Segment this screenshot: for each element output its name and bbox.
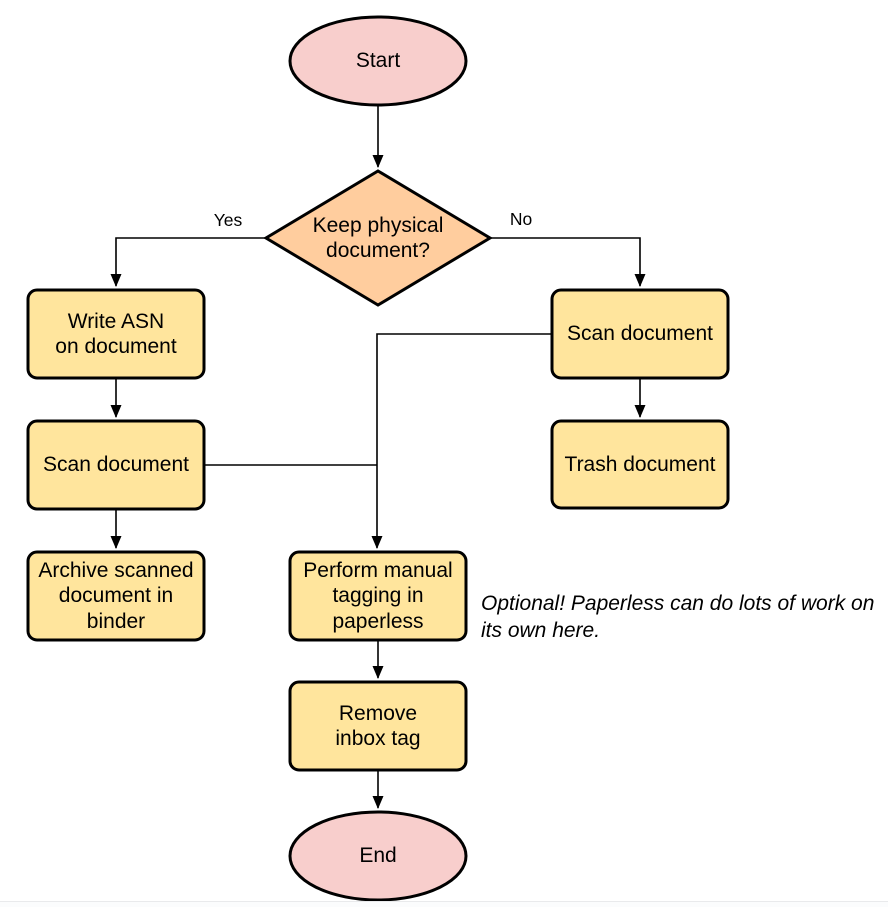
edge-label-no: No: [509, 209, 533, 229]
edge-scan-right-to-tagging: [371, 333, 552, 549]
process-box-tagging: [288, 550, 468, 642]
process-box-remove-inbox: [288, 680, 468, 772]
end-terminal-ellipse: [288, 810, 468, 902]
process-box-archive: [26, 550, 206, 642]
process-box-scan-left: [26, 419, 206, 511]
edge-label-yes: Yes: [213, 210, 243, 230]
edge-decision-yes-to-write-asn: [110, 237, 266, 287]
process-box-trash: [550, 419, 730, 510]
bottom-divider: [0, 901, 888, 907]
process-box-write-asn: [26, 288, 206, 380]
edge-decision-no-to-scan-right: [490, 237, 646, 287]
annotation-note: Optional! Paperless can do lots of work …: [481, 592, 875, 643]
decision-diamond: [263, 169, 493, 307]
start-terminal-ellipse: [288, 15, 468, 107]
process-box-scan-right: [550, 288, 730, 380]
